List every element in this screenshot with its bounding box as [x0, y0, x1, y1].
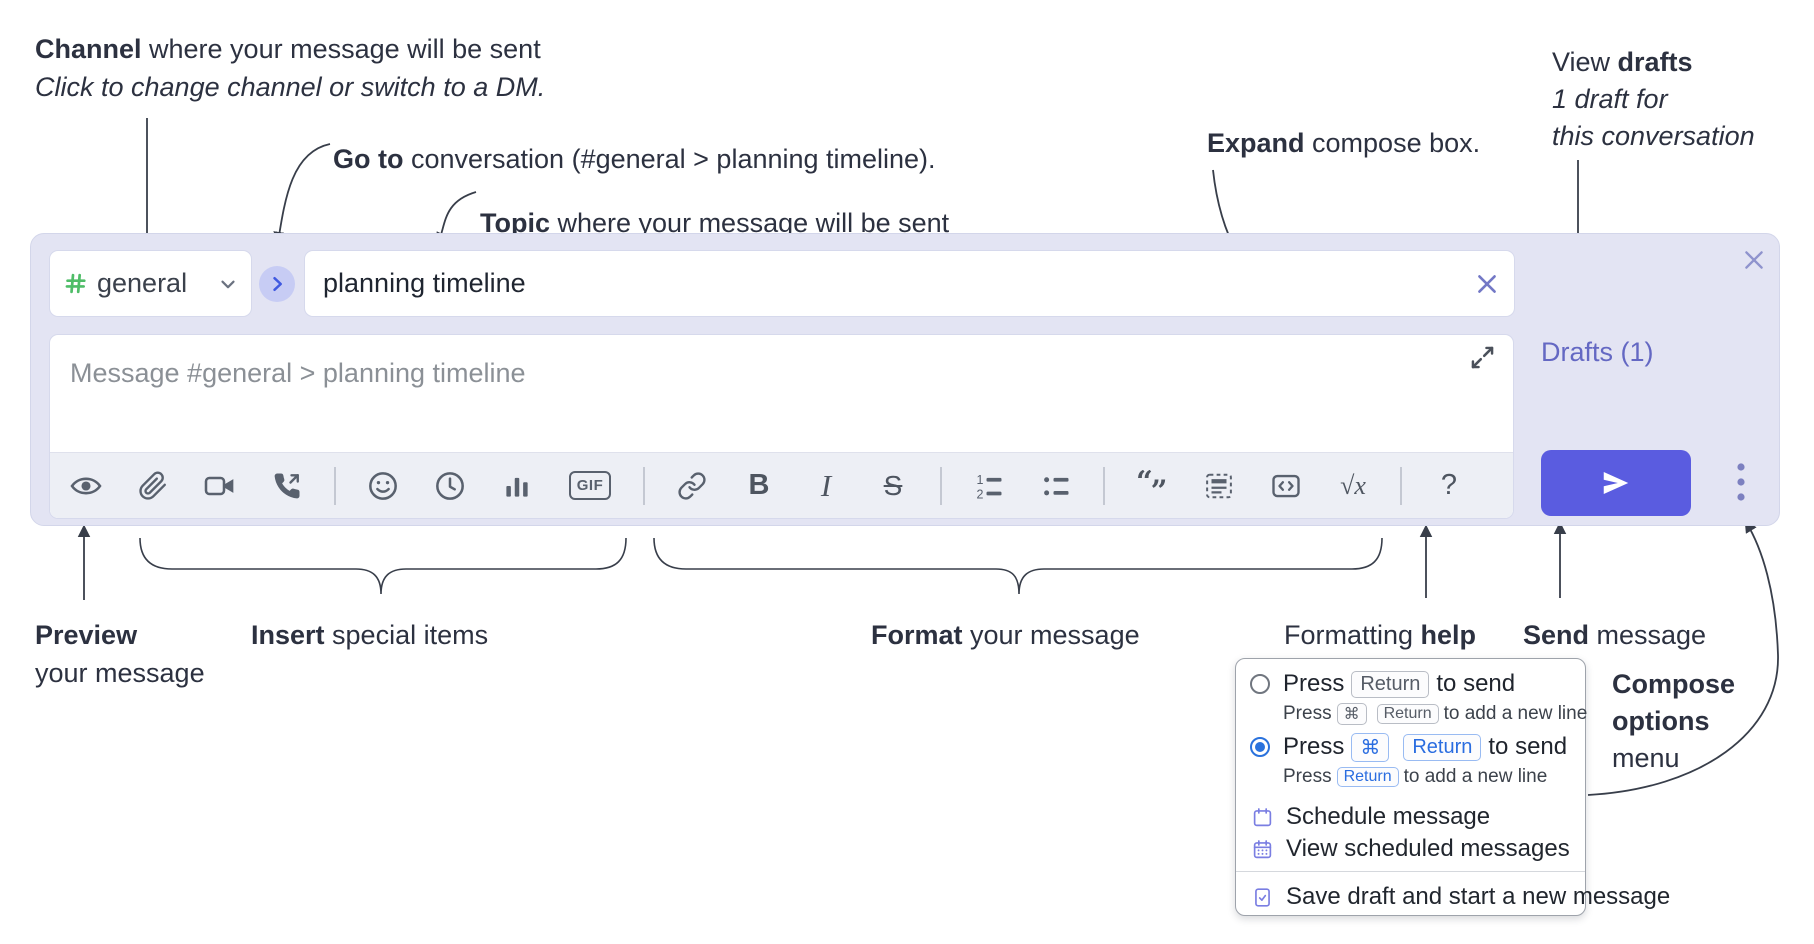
schedule-message-item[interactable]: Schedule message — [1252, 801, 1490, 833]
return-key: Return — [1351, 670, 1430, 698]
go-to-conversation-button[interactable] — [259, 266, 295, 302]
cmd-enter-sends-option[interactable]: Press ⌘ Return to send — [1250, 730, 1567, 764]
svg-text:1: 1 — [977, 473, 984, 487]
cmd-key: ⌘ — [1336, 703, 1367, 725]
radio-unselected-icon[interactable] — [1250, 674, 1270, 694]
radio-selected-icon[interactable] — [1250, 737, 1270, 757]
chevron-right-icon — [273, 276, 282, 292]
emoji-icon[interactable] — [363, 466, 403, 506]
connector-goto — [273, 143, 331, 245]
compose-toolbar: GIF B I S 1 2 — [50, 452, 1513, 518]
preview-note: Preview your message — [35, 620, 205, 688]
message-editor: Message #general > planning timeline — [49, 334, 1514, 519]
return-key: Return — [1403, 733, 1482, 761]
save-draft-icon — [1255, 887, 1270, 907]
toolbar-divider — [1103, 466, 1105, 505]
numbered-list-icon[interactable]: 1 2 — [969, 466, 1009, 506]
cmd-key: ⌘ — [1351, 732, 1390, 762]
calendar-view-icon — [1253, 839, 1272, 858]
enter-sends-option[interactable]: Press Return to send — [1250, 667, 1515, 701]
spoiler-icon[interactable] — [1199, 466, 1239, 506]
toolbar-divider — [334, 466, 336, 505]
attach-file-icon[interactable] — [133, 466, 173, 506]
time-icon[interactable] — [430, 466, 470, 506]
close-compose-icon[interactable] — [1741, 247, 1767, 273]
toolbar-divider — [643, 466, 645, 505]
send-note: Send message — [1523, 620, 1707, 650]
strikethrough-icon[interactable]: S — [883, 469, 903, 501]
video-call-icon[interactable] — [200, 466, 240, 506]
format-note: Format your message — [871, 620, 1140, 650]
compose-options-popup: Press Return to send Press ⌘ Return to a… — [1235, 658, 1670, 916]
channel-hash-icon — [63, 271, 88, 296]
topic-value: planning timeline — [323, 268, 526, 298]
compose-box: general planning timeline — [30, 233, 1780, 526]
svg-text:“: “ — [1136, 470, 1153, 498]
cmd-enter-sends-option-subtext: Press Return to add a new line — [1283, 766, 1548, 787]
clear-topic-icon[interactable] — [1474, 271, 1500, 297]
popup-divider — [1236, 871, 1585, 872]
bold-icon[interactable]: B — [748, 469, 770, 501]
channel-selector[interactable]: general — [49, 250, 252, 317]
return-key: Return — [1336, 767, 1399, 787]
gif-icon[interactable]: GIF — [564, 466, 616, 506]
calendar-icon — [1253, 807, 1272, 826]
audio-call-icon[interactable] — [267, 466, 307, 506]
send-button[interactable] — [1541, 450, 1691, 516]
enter-sends-option-subtext: Press ⌘ Return to add a new line — [1283, 703, 1588, 725]
code-icon[interactable] — [1266, 466, 1306, 506]
toolbar-divider — [940, 466, 942, 505]
topic-input[interactable]: planning timeline — [304, 250, 1515, 317]
vertical-dots-icon — [1737, 463, 1745, 501]
toolbar-divider — [1400, 466, 1402, 505]
brace-insert — [139, 537, 627, 595]
chevron-down-icon — [217, 273, 239, 295]
formatting-help-icon[interactable]: ? — [1440, 469, 1458, 501]
channel-note: Channel where your message will be sent … — [35, 34, 546, 102]
expand-compose-icon[interactable] — [1469, 344, 1496, 371]
compose-options-note: Compose options menu — [1612, 669, 1736, 773]
insert-note: Insert special items — [251, 620, 489, 650]
drafts-link[interactable]: Drafts (1) — [1541, 337, 1654, 367]
return-key: Return — [1376, 704, 1439, 724]
link-icon[interactable] — [672, 466, 712, 506]
svg-text:”: ” — [1151, 472, 1168, 501]
formatting-help-note: Formatting help — [1284, 620, 1477, 650]
message-input[interactable]: Message #general > planning timeline — [70, 358, 526, 388]
view-scheduled-messages-item[interactable]: View scheduled messages — [1252, 833, 1570, 865]
poll-icon[interactable] — [497, 466, 537, 506]
channel-name: general — [97, 268, 188, 298]
goto-note: Go to conversation (#general > planning … — [333, 144, 936, 174]
math-icon[interactable]: √x — [1340, 470, 1366, 500]
view-drafts-note: View drafts 1 draft for this conversatio… — [1552, 47, 1755, 151]
svg-text:2: 2 — [977, 487, 984, 501]
brace-format — [653, 537, 1383, 595]
bulleted-list-icon[interactable] — [1036, 466, 1076, 506]
save-draft-item[interactable]: Save draft and start a new message — [1252, 881, 1670, 913]
quote-icon[interactable]: “ ” — [1132, 466, 1172, 506]
compose-options-menu-button[interactable] — [1719, 453, 1763, 513]
send-plane-icon — [1603, 472, 1629, 494]
preview-eye-icon[interactable] — [66, 466, 106, 506]
expand-note: Expand compose box. — [1207, 128, 1481, 158]
italic-icon[interactable]: I — [820, 467, 832, 503]
